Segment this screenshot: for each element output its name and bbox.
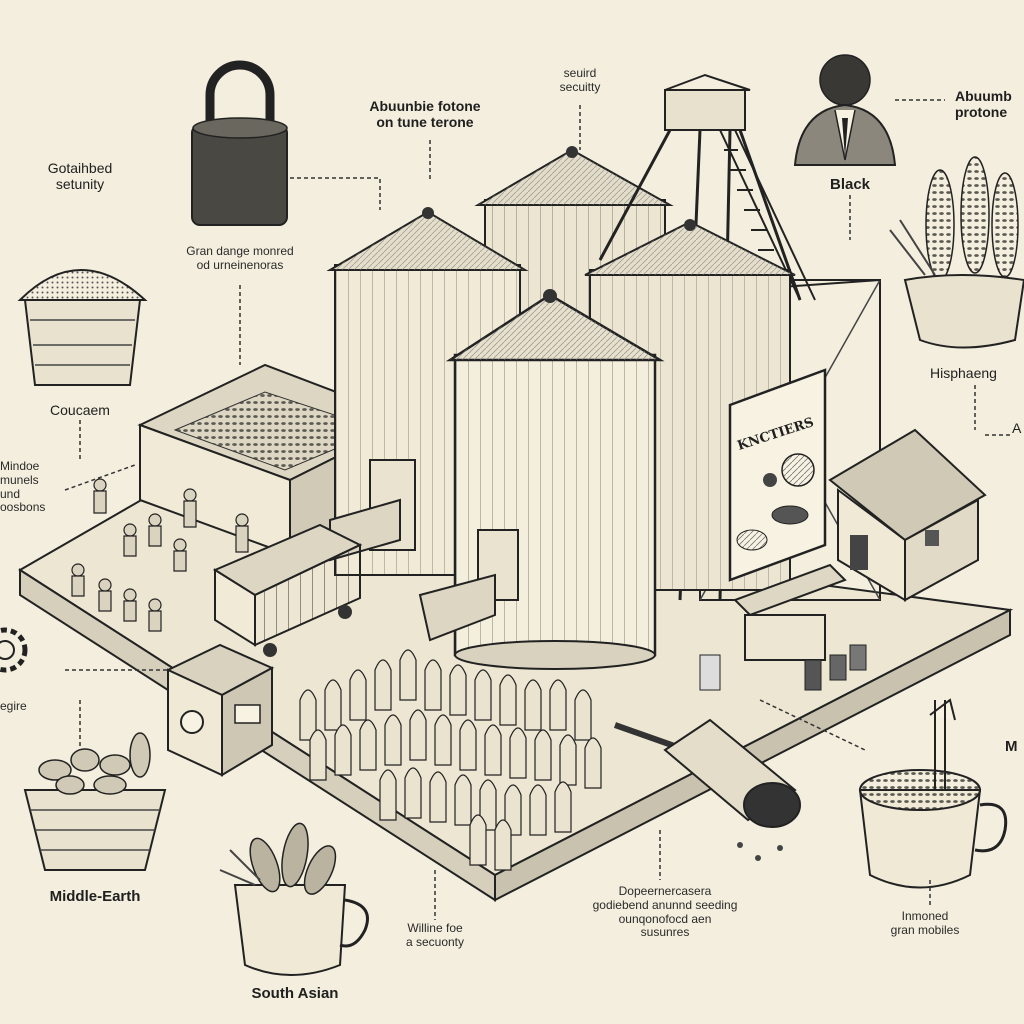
label-top-left-title: Abuunbie fotone on tune terone	[369, 98, 481, 131]
label-hisphaeng: Hisphaeng	[930, 365, 997, 381]
billboard	[728, 368, 827, 582]
label-middle-earth: Middle-Earth	[49, 888, 141, 905]
bean-cup-icon	[858, 698, 1008, 889]
label-bottom-right: Inmoned gran mobiles	[890, 909, 960, 937]
label-grain-storage: Gran dange monred od urneinenoras	[186, 244, 294, 272]
seated-people	[71, 478, 249, 632]
label-bottom-center-left: Willine foe a secuonty	[405, 921, 465, 949]
crowd	[299, 649, 602, 871]
label-bottom-center: Dopeernercasera godiebend anunnd seeding…	[592, 884, 738, 940]
label-top-right: Abuumb protone	[955, 88, 1012, 121]
farmhouse	[828, 428, 987, 602]
nut-basket-icon	[23, 732, 167, 871]
label-left-edge: egire	[0, 699, 27, 713]
label-coucaem: Coucaem	[50, 402, 110, 418]
machine	[165, 643, 275, 777]
grain-basket-icon	[17, 269, 148, 386]
leader-lines	[64, 99, 1010, 920]
corn-bowl-icon	[889, 156, 1024, 349]
label-left-security: Gotaihbed setunity	[47, 160, 113, 193]
person-portrait-icon	[793, 54, 897, 166]
chutes	[329, 459, 519, 642]
gear-icon	[0, 627, 28, 673]
pipe	[614, 718, 801, 861]
market-stall	[699, 563, 867, 691]
padlock-icon	[191, 60, 288, 226]
truck	[212, 523, 363, 657]
label-right-side-a: A	[1012, 420, 1022, 436]
vegetable-cup-icon	[219, 822, 369, 976]
label-black: Black	[829, 176, 871, 193]
label-left-side: Mindoe munels und oosbons	[0, 459, 46, 515]
label-right-edge-m: M	[1005, 738, 1018, 755]
label-top-center: seuird secuitty	[559, 66, 601, 94]
label-south-asian: South Asian	[251, 985, 339, 1002]
